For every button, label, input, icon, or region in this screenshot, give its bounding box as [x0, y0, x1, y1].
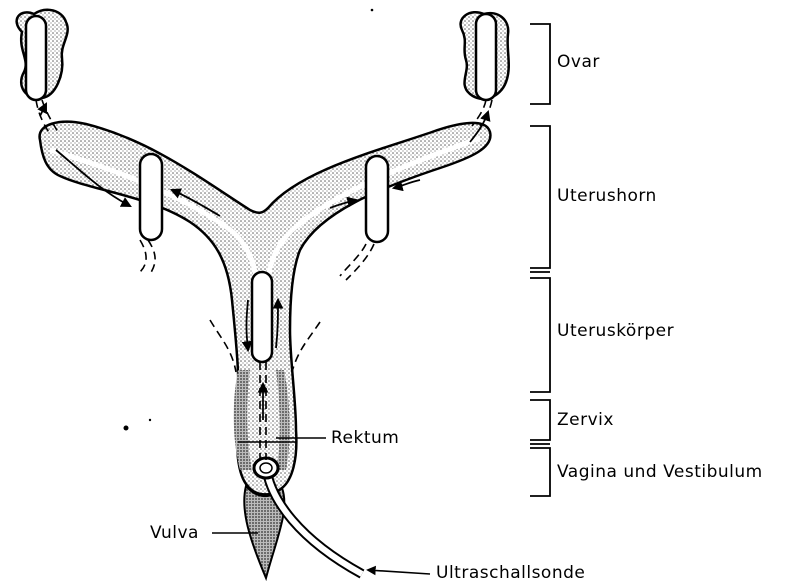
label-uteruskoerper: Uteruskörper [557, 321, 674, 341]
probe-ovary-left [26, 16, 46, 100]
label-sonde: Ultraschallsonde [436, 563, 585, 583]
label-rektum: Rektum [331, 428, 399, 448]
probe-horn-right [366, 156, 388, 242]
probe-horn-left [140, 154, 162, 240]
label-ovar: Ovar [557, 52, 600, 72]
probe-tip-ring [254, 458, 278, 478]
section-brackets [530, 24, 550, 496]
label-vulva: Vulva [150, 523, 199, 543]
probe-ovary-right [476, 14, 496, 100]
label-uterushorn: Uterushorn [557, 186, 657, 206]
label-zervix: Zervix [557, 410, 614, 430]
label-vagina: Vagina und Vestibulum [557, 462, 763, 482]
probe-corpus [252, 272, 272, 362]
